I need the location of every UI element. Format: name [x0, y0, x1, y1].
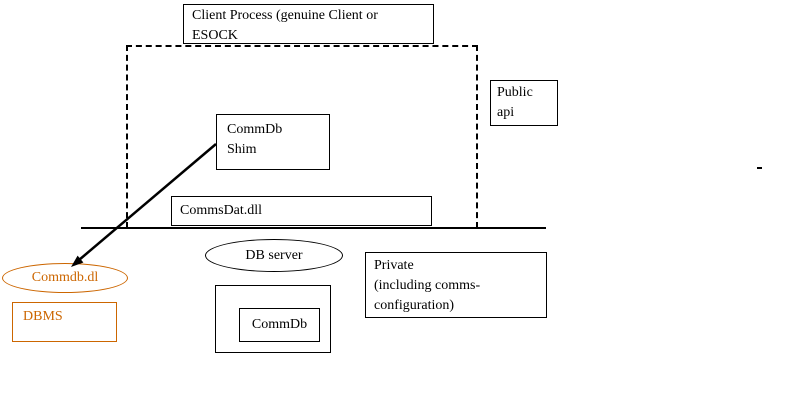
public-api-label-line1: Public [497, 85, 533, 100]
private-label-line2: (including comms- [374, 278, 481, 293]
db-server-ellipse: DB server [205, 239, 343, 272]
public-api-box: Public api [490, 80, 558, 126]
commdb-shim-label-line2: Shim [227, 142, 257, 157]
client-process-box: Client Process (genuine Client or ESOCK [183, 4, 434, 44]
db-server-label: DB server [245, 247, 303, 263]
commdb-shim-label-line1: CommDb [227, 122, 283, 137]
client-process-label-line1: Client Process (genuine Client or [192, 8, 378, 23]
api-separator-line [81, 227, 546, 229]
private-label-line3: configuration) [374, 298, 455, 313]
public-api-label-line2: api [497, 105, 515, 120]
private-label-line1: Private [374, 258, 414, 273]
client-process-label-line2: ESOCK [192, 28, 238, 43]
commsdat-dll-label: CommsDat.dll [180, 203, 263, 218]
commdb-dl-ellipse: Commdb.dl [2, 263, 128, 293]
commdb-dl-label: Commdb.dl [31, 270, 99, 285]
commsdat-dll-box: CommsDat.dll [171, 196, 432, 226]
dbms-box: DBMS [12, 302, 117, 342]
dbms-label: DBMS [23, 309, 63, 324]
private-box: Private (including comms- configuration) [365, 252, 547, 318]
commdb-box: CommDb [239, 308, 320, 342]
commdb-shim-box: CommDb Shim [216, 114, 330, 170]
commdb-label: CommDb [251, 317, 308, 332]
stray-dash-mark [757, 167, 762, 169]
client-process-dashed-boundary [126, 45, 478, 228]
